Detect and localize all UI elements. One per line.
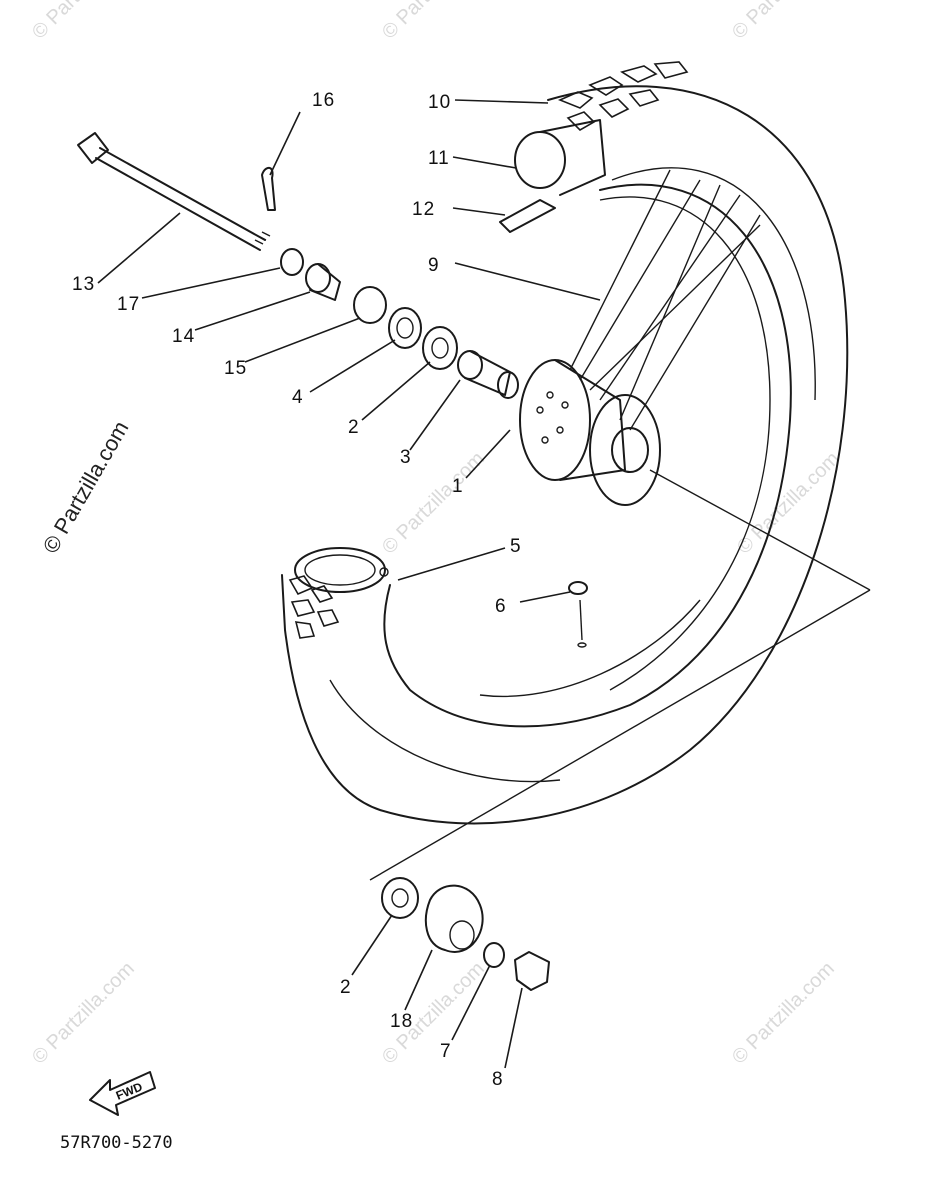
callout-18: 18 xyxy=(390,1011,413,1032)
callout-8: 10 xyxy=(428,92,451,113)
tube-cross-section xyxy=(294,547,389,593)
callout-6: 6 xyxy=(495,596,507,617)
guide-line xyxy=(369,589,871,881)
gear-nut xyxy=(514,951,550,991)
callout-4: 4 xyxy=(292,387,304,408)
oil-seal xyxy=(353,286,387,324)
diagram-code: 57R700-5270 xyxy=(60,1133,173,1153)
callout-14: 17 xyxy=(117,294,140,315)
washer xyxy=(280,248,304,276)
bearing xyxy=(422,326,458,370)
callout-9: 11 xyxy=(428,148,450,169)
callout-2-lower: 2 xyxy=(340,977,352,998)
tire xyxy=(281,61,849,825)
watermark: © Partzilla.com xyxy=(378,0,489,44)
hub xyxy=(519,359,661,506)
bearing-lower xyxy=(381,877,419,919)
tube-cutaway xyxy=(499,119,606,233)
callout-10: 12 xyxy=(412,199,435,220)
washer-lower xyxy=(483,942,505,968)
callout-13: 15 xyxy=(224,358,247,379)
watermark: © Partzilla.com xyxy=(378,448,489,559)
leader-lines xyxy=(97,99,601,1069)
meter-gear-unit xyxy=(424,884,484,953)
spacer xyxy=(457,350,519,399)
valve-cap xyxy=(568,581,588,648)
watermark: © Partzilla.com xyxy=(28,0,139,44)
callout-1: 1 xyxy=(452,476,464,497)
callout-7: 9 xyxy=(428,255,440,276)
callout-2: 2 xyxy=(348,417,360,438)
callout-15: 7 xyxy=(440,1041,452,1062)
spokes xyxy=(569,169,761,431)
callout-11: 13 xyxy=(72,274,95,295)
callout-3: 3 xyxy=(400,447,412,468)
guide-line xyxy=(649,469,871,591)
axle xyxy=(77,132,271,251)
watermark: © Partzilla.com xyxy=(733,448,844,559)
tire-tread xyxy=(288,61,689,639)
callouts: 16 10 11 12 9 13 17 14 15 4 2 3 1 5 6 2 … xyxy=(72,90,522,1090)
callout-17: 16 xyxy=(312,90,335,111)
watermark-side: © Partzilla.com xyxy=(38,417,134,558)
fwd-arrow-icon: FWD xyxy=(89,1071,156,1116)
callout-5: 5 xyxy=(510,536,522,557)
watermark: © Partzilla.com xyxy=(728,958,839,1069)
watermark: © Partzilla.com xyxy=(728,0,839,44)
bearing xyxy=(388,307,422,349)
collar xyxy=(305,263,341,301)
watermark: © Partzilla.com xyxy=(28,958,139,1069)
callout-16: 8 xyxy=(492,1069,504,1090)
callout-12: 14 xyxy=(172,326,195,347)
cotter-pin xyxy=(261,166,276,211)
